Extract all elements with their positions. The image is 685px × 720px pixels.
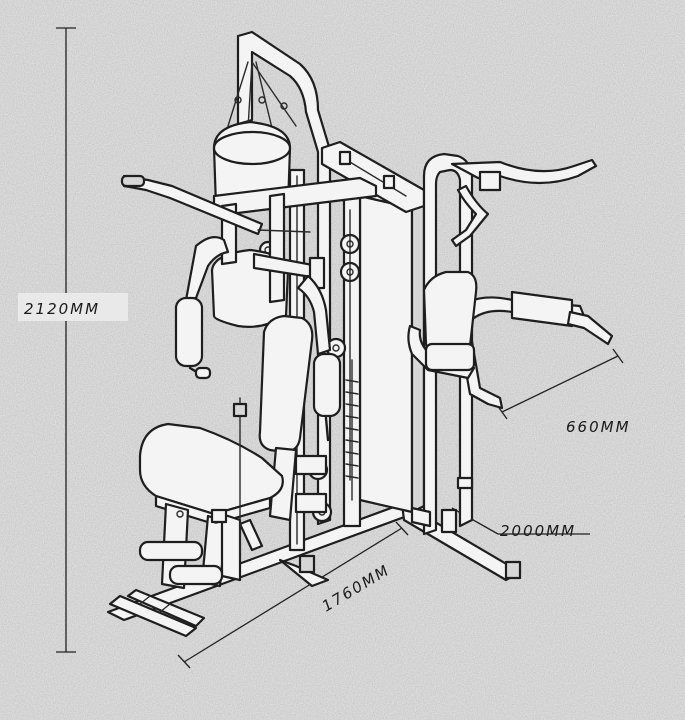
pec-deck-left (174, 235, 230, 380)
pullup-bar (450, 158, 598, 248)
low-pulley-block (232, 397, 328, 561)
height-label-bg (18, 293, 128, 321)
knee-raise-backpad (407, 270, 478, 380)
gym-machine (106, 30, 614, 638)
height-label: 2120MM (24, 300, 100, 318)
height-dimension (56, 27, 76, 653)
heavy-bag (210, 61, 297, 328)
depth-label: 660MM (566, 418, 631, 436)
leg-extension (138, 502, 242, 590)
right-tower (410, 152, 474, 536)
width-label: 2000MM (500, 522, 576, 540)
lat-pulldown-bar (120, 174, 311, 236)
top-beam (320, 140, 426, 214)
length-dimension (177, 521, 409, 669)
pec-deck-right (296, 274, 342, 442)
